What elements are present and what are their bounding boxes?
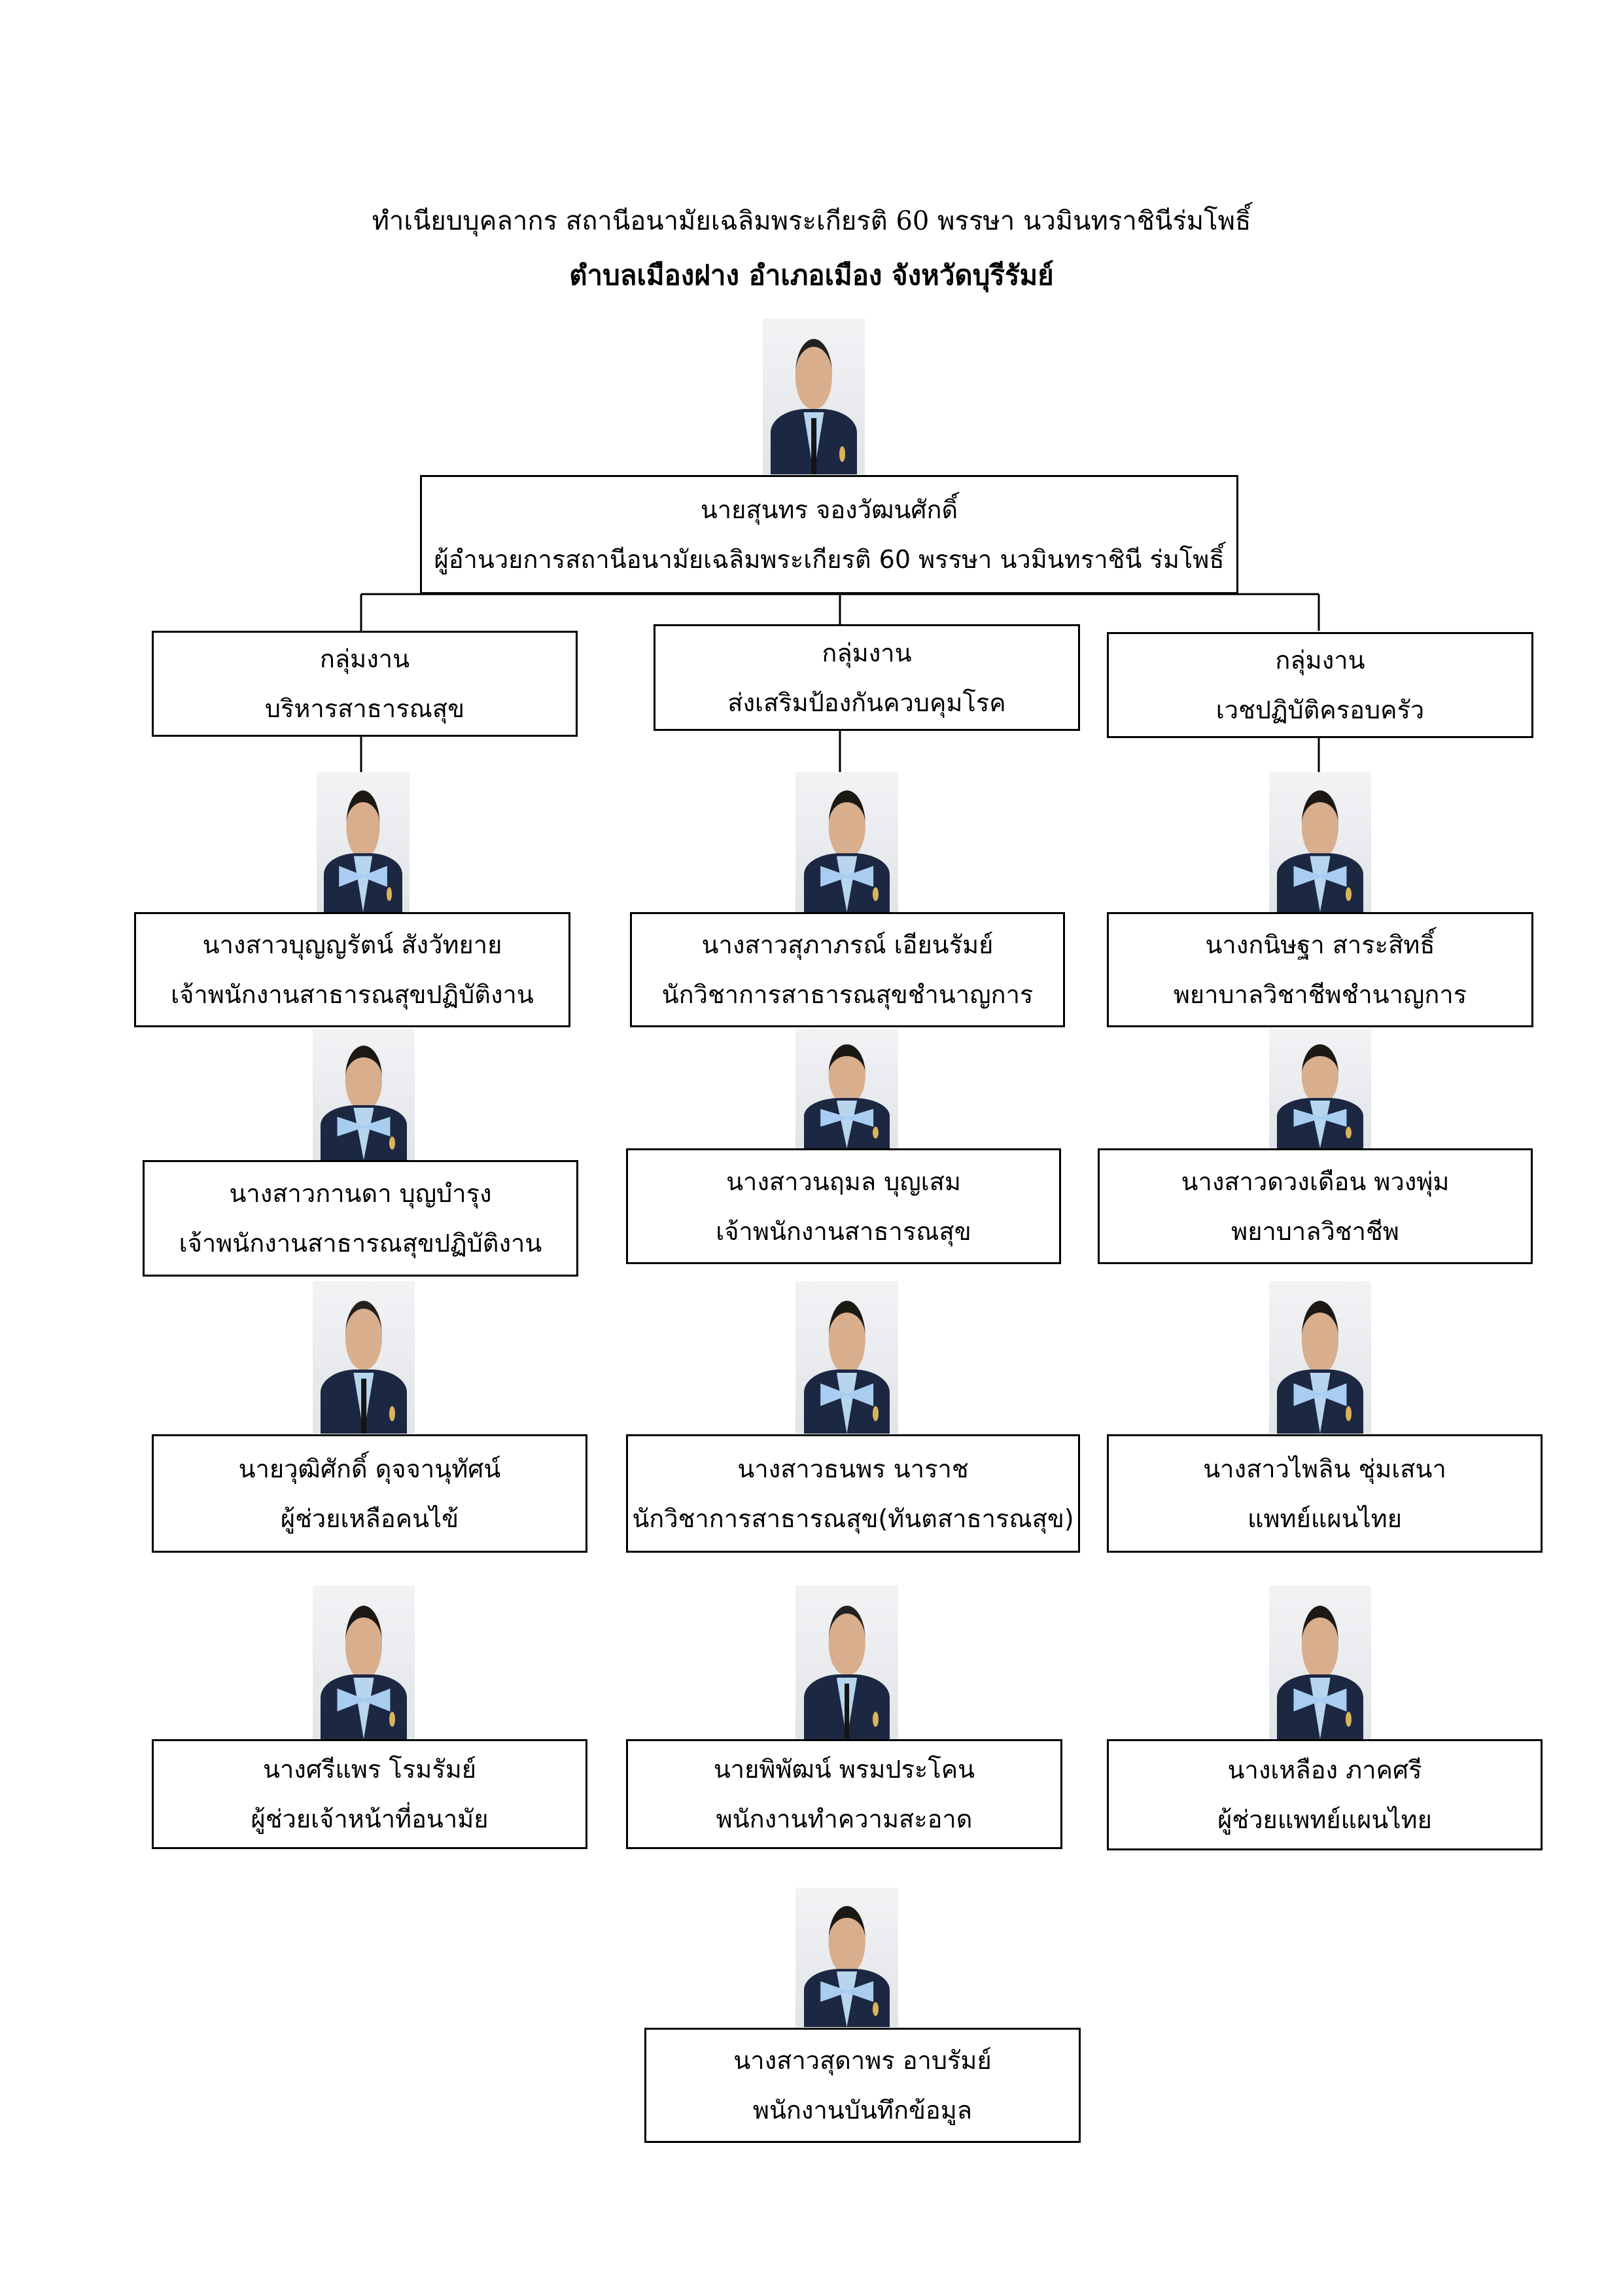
director-box: นายสุนทร จองวัฒนศักดิ์ ผู้อำนวยการสถานีอ…	[420, 475, 1238, 594]
staff-photo	[313, 1029, 415, 1160]
staff-photo	[1269, 1029, 1371, 1148]
staff-name: นายพิพัฒน์ พรมประโคน	[713, 1755, 975, 1784]
staff-card: นางสาวดวงเดือน พวงพุ่ม พยาบาลวิชาชีพ	[1098, 1148, 1533, 1264]
group-box-family-medicine: กลุ่มงาน เวชปฏิบัติครอบครัว	[1107, 632, 1533, 738]
staff-position: ผู้ช่วยเจ้าหน้าที่อนามัย	[251, 1805, 489, 1833]
staff-name: นางสาวดวงเดือน พวงพุ่ม	[1181, 1167, 1450, 1196]
staff-position: พนักงานทำความสะอาด	[716, 1805, 973, 1833]
staff-position: นักวิชาการสาธารณสุขชำนาญการ	[661, 980, 1034, 1009]
staff-photo	[795, 1585, 898, 1739]
staff-position: แพทย์แผนไทย	[1247, 1504, 1402, 1533]
group-name: เวชปฏิบัติครอบครัว	[1215, 696, 1425, 724]
staff-position: เจ้าพนักงานสาธารณสุข	[716, 1216, 971, 1246]
staff-name: นางสาวสุดาพร อาบรัมย์	[733, 2046, 992, 2075]
staff-name: นางกนิษฐา สาระสิทธิ์	[1205, 930, 1435, 959]
staff-position: พนักงานบันทึกข้อมูล	[752, 2096, 973, 2125]
staff-position: นักวิชาการสาธารณสุข(ทันตสาธารณสุข)	[632, 1504, 1074, 1533]
staff-photo	[795, 1888, 898, 2027]
staff-name: นางเหลือง ภาคศรี	[1227, 1756, 1422, 1784]
staff-card: นายวุฒิศักดิ์ ดุจจานุทัศน์ ผู้ช่วยเหลือค…	[152, 1434, 587, 1553]
staff-card: นางสาวกานดา บุญบำรุง เจ้าพนักงานสาธารณสุ…	[143, 1160, 578, 1277]
director-photo	[763, 319, 865, 474]
group-name: บริหารสาธารณสุข	[264, 694, 465, 723]
staff-name: นางสาวสุภาภรณ์ เอียนรัมย์	[701, 930, 994, 959]
staff-position: เจ้าพนักงานสาธารณสุขปฏิบัติงาน	[171, 980, 534, 1009]
staff-name: นางสาวนฤมล บุญเสม	[726, 1167, 961, 1196]
staff-photo	[795, 772, 898, 912]
staff-photo	[313, 1281, 415, 1434]
staff-position: เจ้าพนักงานสาธารณสุขปฏิบัติงาน	[179, 1229, 542, 1258]
staff-position: ผู้ช่วยเหลือคนไข้	[280, 1504, 459, 1533]
director-position: ผู้อำนวยการสถานีอนามัยเฉลิมพระเกียรติ 60…	[434, 545, 1225, 574]
staff-card: นางสาวสุดาพร อาบรัมย์ พนักงานบันทึกข้อมู…	[644, 2028, 1081, 2143]
staff-card: นางเหลือง ภาคศรี ผู้ช่วยแพทย์แผนไทย	[1107, 1739, 1543, 1850]
group-box-prevention: กลุ่มงาน ส่งเสริมป้องกันควบคุมโรค	[654, 624, 1080, 731]
staff-photo	[313, 1585, 415, 1739]
staff-card: นางกนิษฐา สาระสิทธิ์ พยาบาลวิชาชีพชำนาญก…	[1107, 912, 1533, 1027]
staff-name: นางสาวไพลิน ชุ่มเสนา	[1203, 1454, 1446, 1483]
staff-photo	[1269, 772, 1371, 912]
staff-card: นางสาวธนพร นาราช นักวิชาการสาธารณสุข(ทัน…	[626, 1434, 1080, 1553]
staff-name: นางสาวกานดา บุญบำรุง	[229, 1179, 492, 1208]
staff-card: นางสาวสุภาภรณ์ เอียนรัมย์ นักวิชาการสาธา…	[630, 912, 1065, 1027]
group-label: กลุ่มงาน	[319, 645, 410, 673]
director-name: นายสุนทร จองวัฒนศักดิ์	[700, 495, 958, 524]
staff-photo	[795, 1029, 898, 1148]
staff-position: พยาบาลวิชาชีพ	[1231, 1216, 1399, 1246]
staff-name: นางศรีแพร โรมรัมย์	[262, 1755, 477, 1784]
staff-name: นายวุฒิศักดิ์ ดุจจานุทัศน์	[238, 1454, 501, 1483]
staff-name: นางสาวธนพร นาราช	[737, 1454, 969, 1483]
staff-name: นางสาวบุญญรัตน์ สังวัทยาย	[202, 930, 502, 959]
staff-card: นางสาวบุญญรัตน์ สังวัทยาย เจ้าพนักงานสาธ…	[134, 912, 570, 1027]
group-box-admin: กลุ่มงาน บริหารสาธารณสุข	[152, 631, 578, 737]
staff-photo	[1269, 1281, 1371, 1434]
staff-position: ผู้ช่วยแพทย์แผนไทย	[1217, 1805, 1432, 1834]
staff-photo	[795, 1281, 898, 1434]
group-label: กลุ่มงาน	[822, 638, 912, 667]
staff-photo	[317, 772, 410, 912]
staff-card: นายพิพัฒน์ พรมประโคน พนักงานทำความสะอาด	[626, 1739, 1062, 1849]
staff-position: พยาบาลวิชาชีพชำนาญการ	[1173, 980, 1467, 1009]
group-label: กลุ่มงาน	[1275, 646, 1365, 675]
staff-card: นางศรีแพร โรมรัมย์ ผู้ช่วยเจ้าหน้าที่อนา…	[152, 1739, 587, 1849]
page-title: ทำเนียบบุคลากร สถานีอนามัยเฉลิมพระเกียรต…	[372, 206, 1251, 236]
staff-card: นางสาวไพลิน ชุ่มเสนา แพทย์แผนไทย	[1107, 1434, 1543, 1553]
page-subtitle: ตำบลเมืองฝาง อำเภอเมือง จังหวัดบุรีรัมย์	[569, 259, 1054, 291]
staff-photo	[1269, 1585, 1371, 1739]
group-name: ส่งเสริมป้องกันควบคุมโรค	[727, 688, 1006, 717]
staff-card: นางสาวนฤมล บุญเสม เจ้าพนักงานสาธารณสุข	[626, 1148, 1061, 1264]
